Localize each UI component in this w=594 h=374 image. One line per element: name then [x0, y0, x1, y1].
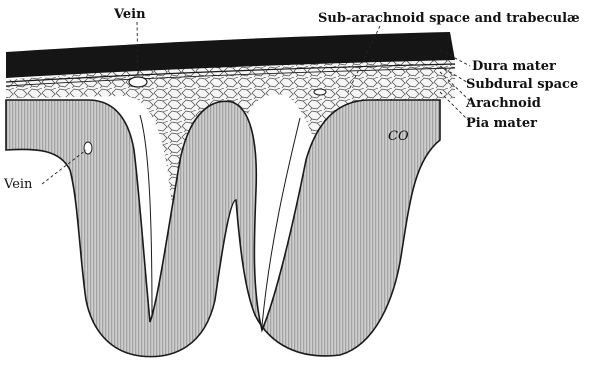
label-vein-top: Vein	[113, 7, 146, 22]
vein-left	[84, 142, 92, 154]
label-vein-left: Vein	[3, 177, 33, 192]
cerebral-cortex-gyri	[6, 100, 440, 357]
label-cortex-mark: CO	[388, 129, 409, 144]
label-arachnoid: Arachnoid	[465, 96, 541, 111]
label-pia-mater: Pia mater	[466, 116, 537, 131]
vein-top	[129, 77, 147, 87]
label-subdural-space: Subdural space	[466, 77, 578, 92]
vein-small-right	[314, 89, 326, 95]
label-dura-mater: Dura mater	[472, 59, 556, 74]
label-subarachnoid: Sub-arachnoid space and trabeculæ	[318, 11, 580, 26]
